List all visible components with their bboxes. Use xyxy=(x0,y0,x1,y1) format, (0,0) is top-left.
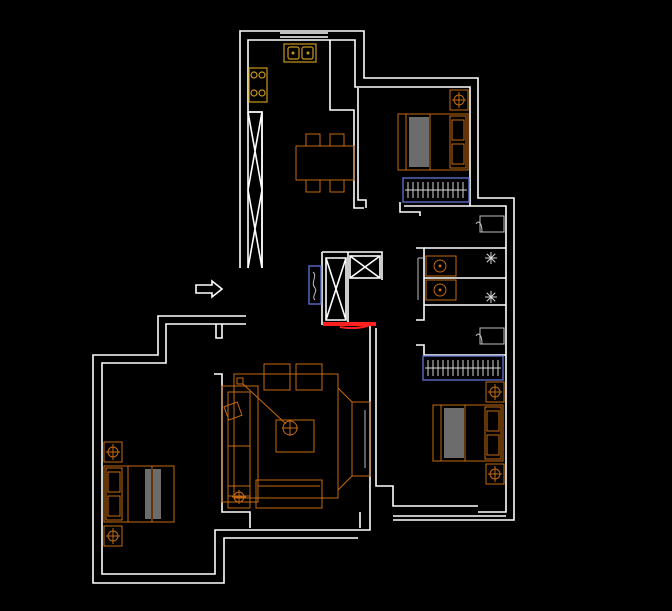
wardrobe-2 xyxy=(422,355,504,381)
entrance-arrow-icon xyxy=(195,279,224,299)
nightstand-lamp-icon xyxy=(103,441,123,463)
nightstand-lamp-icon xyxy=(485,463,505,485)
armchair xyxy=(263,363,323,391)
kitchen-outer-wall xyxy=(239,30,515,521)
stove-icon xyxy=(248,67,268,103)
bedroom-3 xyxy=(103,441,175,547)
kitchen-cabinet xyxy=(247,111,263,269)
nightstand-lamp-icon xyxy=(485,381,505,403)
living-partition xyxy=(214,324,361,528)
floor-lamp-icon xyxy=(236,377,287,425)
tv-cabinet xyxy=(337,387,371,491)
kitchen-window xyxy=(280,32,328,38)
door-swing xyxy=(417,257,424,300)
washbasin-icon xyxy=(425,255,457,277)
floor-drain-icon xyxy=(485,291,497,303)
corridor-wall xyxy=(321,251,478,507)
dining-table xyxy=(295,133,355,193)
sink-icon xyxy=(283,43,317,63)
bath-divider xyxy=(424,247,506,306)
corridor xyxy=(308,255,381,330)
bedroom-2 xyxy=(422,355,505,485)
coffee-table xyxy=(275,419,315,453)
detail-line xyxy=(490,296,496,302)
detail-line xyxy=(490,292,496,298)
bed-icon xyxy=(432,404,504,462)
kitchen-inner-wall xyxy=(247,39,507,513)
detail-line xyxy=(486,257,492,263)
bench xyxy=(255,479,323,509)
bathrooms xyxy=(417,215,505,345)
bedroom-1 xyxy=(397,89,470,203)
entry-door-arc xyxy=(339,324,371,330)
detail-line xyxy=(486,292,492,298)
toilet-icon xyxy=(475,327,505,345)
walls xyxy=(92,30,515,584)
bath-wall xyxy=(399,202,506,356)
side-table xyxy=(227,485,251,509)
sofa xyxy=(221,385,259,503)
nightstand-lamp-icon xyxy=(449,89,469,111)
bed-icon xyxy=(103,465,175,523)
boiler-icon xyxy=(308,265,322,305)
wardrobe-1 xyxy=(402,177,470,203)
living-outer-wall xyxy=(92,315,358,584)
bed-icon xyxy=(397,113,469,171)
living-room xyxy=(221,363,371,509)
rug xyxy=(233,373,339,499)
toilet-icon xyxy=(475,215,505,233)
floor-drain-icon xyxy=(485,252,497,264)
detail-line xyxy=(490,253,496,259)
kitchen xyxy=(247,43,355,269)
bedroom1-left-wall xyxy=(357,88,470,208)
shoe-cabinet xyxy=(349,255,381,279)
closet-box xyxy=(325,257,347,321)
detail-line xyxy=(490,257,496,263)
living-inner-wall xyxy=(101,323,371,575)
nightstand-lamp-icon xyxy=(103,525,123,547)
washbasin-icon xyxy=(425,279,457,301)
detail-line xyxy=(486,296,492,302)
detail-line xyxy=(486,253,492,259)
